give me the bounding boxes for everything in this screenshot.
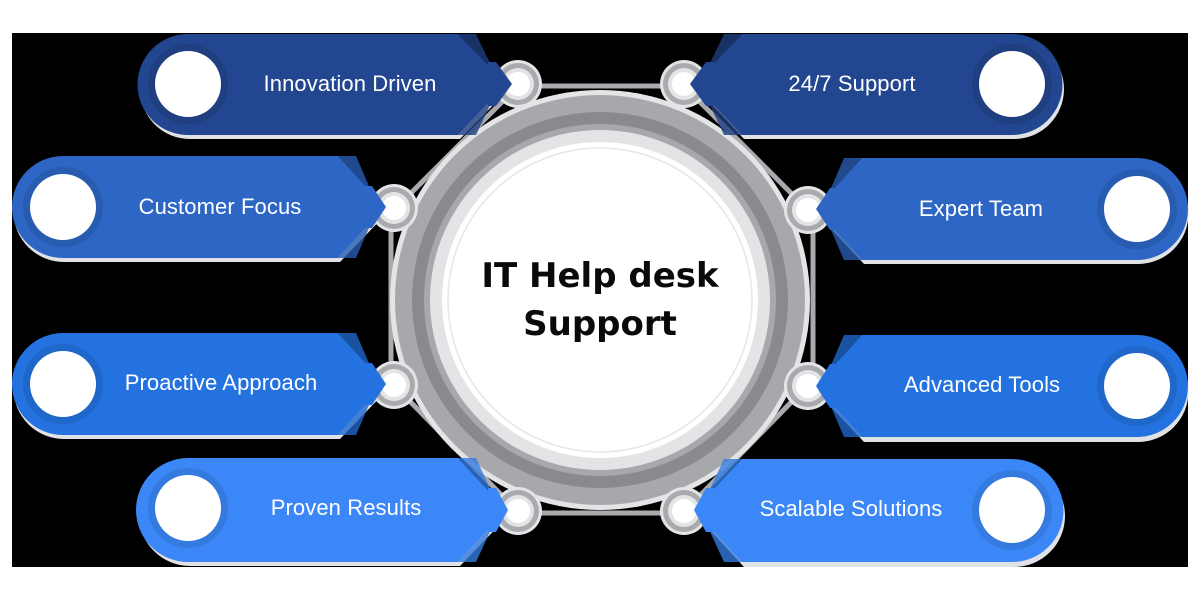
- node-right-lower: [784, 362, 838, 410]
- center-hub: [390, 90, 810, 510]
- node-bottom-right: [660, 487, 714, 535]
- circle-icon: [1104, 176, 1170, 242]
- node-left-upper: [364, 184, 418, 232]
- node-left-lower: [364, 361, 418, 409]
- label-customer-focus: Customer Focus: [138, 194, 302, 219]
- circle-icon: [979, 477, 1045, 543]
- pill-scalable-solutions[interactable]: [694, 459, 1065, 567]
- label-innovation-driven: Innovation Driven: [263, 71, 437, 96]
- node-right-upper: [784, 186, 838, 234]
- label-expert-team: Expert Team: [918, 196, 1044, 221]
- center-title-line2: Support: [523, 304, 677, 344]
- center-title-line1: IT Help desk: [481, 256, 719, 296]
- pill-24-7-support[interactable]: [694, 34, 1064, 139]
- pill-innovation-driven[interactable]: [137, 34, 510, 139]
- circle-icon: [1104, 353, 1170, 419]
- label-scalable-solutions: Scalable Solutions: [759, 496, 943, 521]
- circle-icon: [155, 475, 221, 541]
- pill-proven-results[interactable]: [136, 458, 510, 566]
- label-proactive-approach: Proactive Approach: [124, 370, 318, 395]
- label-advanced-tools: Advanced Tools: [903, 372, 1061, 397]
- pill-advanced-tools[interactable]: [815, 335, 1189, 442]
- connector-top-right: [682, 84, 810, 212]
- pill-proactive-approach[interactable]: [12, 333, 389, 439]
- left-pills: [12, 34, 510, 566]
- circle-icon: [155, 51, 221, 117]
- label-24-7-support: 24/7 Support: [788, 71, 916, 96]
- circle-icon: [30, 351, 96, 417]
- label-proven-results: Proven Results: [270, 495, 422, 520]
- connector-nodes: [364, 60, 838, 535]
- center-inner-line: [447, 147, 753, 453]
- node-top-left: [488, 60, 542, 108]
- circle-icon: [979, 51, 1045, 117]
- circle-icon: [30, 174, 96, 240]
- node-bottom-left: [488, 487, 542, 535]
- pill-expert-team[interactable]: [815, 158, 1189, 264]
- center-fill: [442, 142, 758, 458]
- right-pills: [694, 34, 1189, 567]
- center-title: IT Help desk Support: [440, 252, 760, 348]
- node-top-right: [660, 60, 714, 108]
- pill-customer-focus[interactable]: [12, 156, 389, 262]
